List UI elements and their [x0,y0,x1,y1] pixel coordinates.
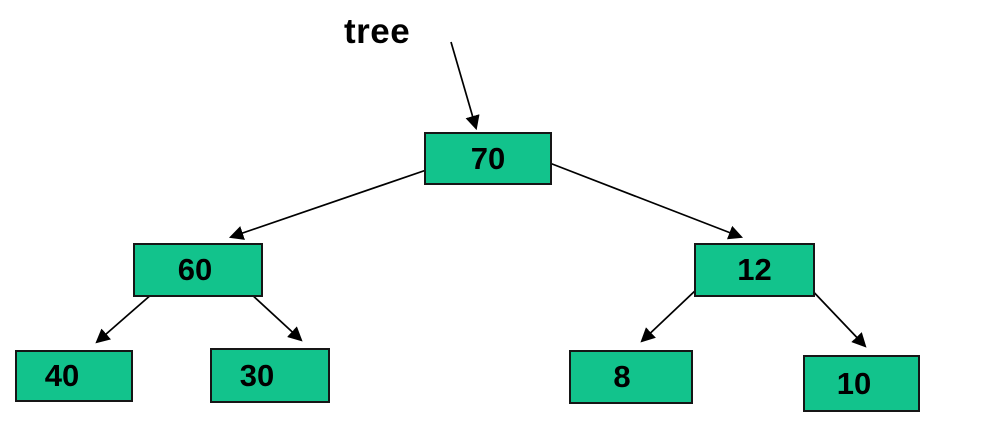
node-value: 10 [836,365,872,401]
edge-pointer-to-70 [450,41,480,131]
tree-node-70: 70 [424,132,552,185]
tree-pointer-label: tree [344,12,411,51]
node-value: 40 [44,358,80,393]
node-value: 70 [470,140,506,176]
tree-node-12: 12 [694,243,815,297]
tree-node-10: 10 [803,355,920,412]
node-value: 12 [737,252,772,287]
edge-70-60 [228,165,439,240]
node-value: 8 [613,359,631,394]
tree-node-60: 60 [133,243,263,297]
node-value: 60 [177,252,213,287]
node-value: 30 [239,357,275,393]
tree-node-30: 30 [210,348,330,403]
edge-70-12 [546,161,744,240]
tree-node-40: 40 [15,350,133,402]
tree-node-8: 8 [569,350,693,404]
